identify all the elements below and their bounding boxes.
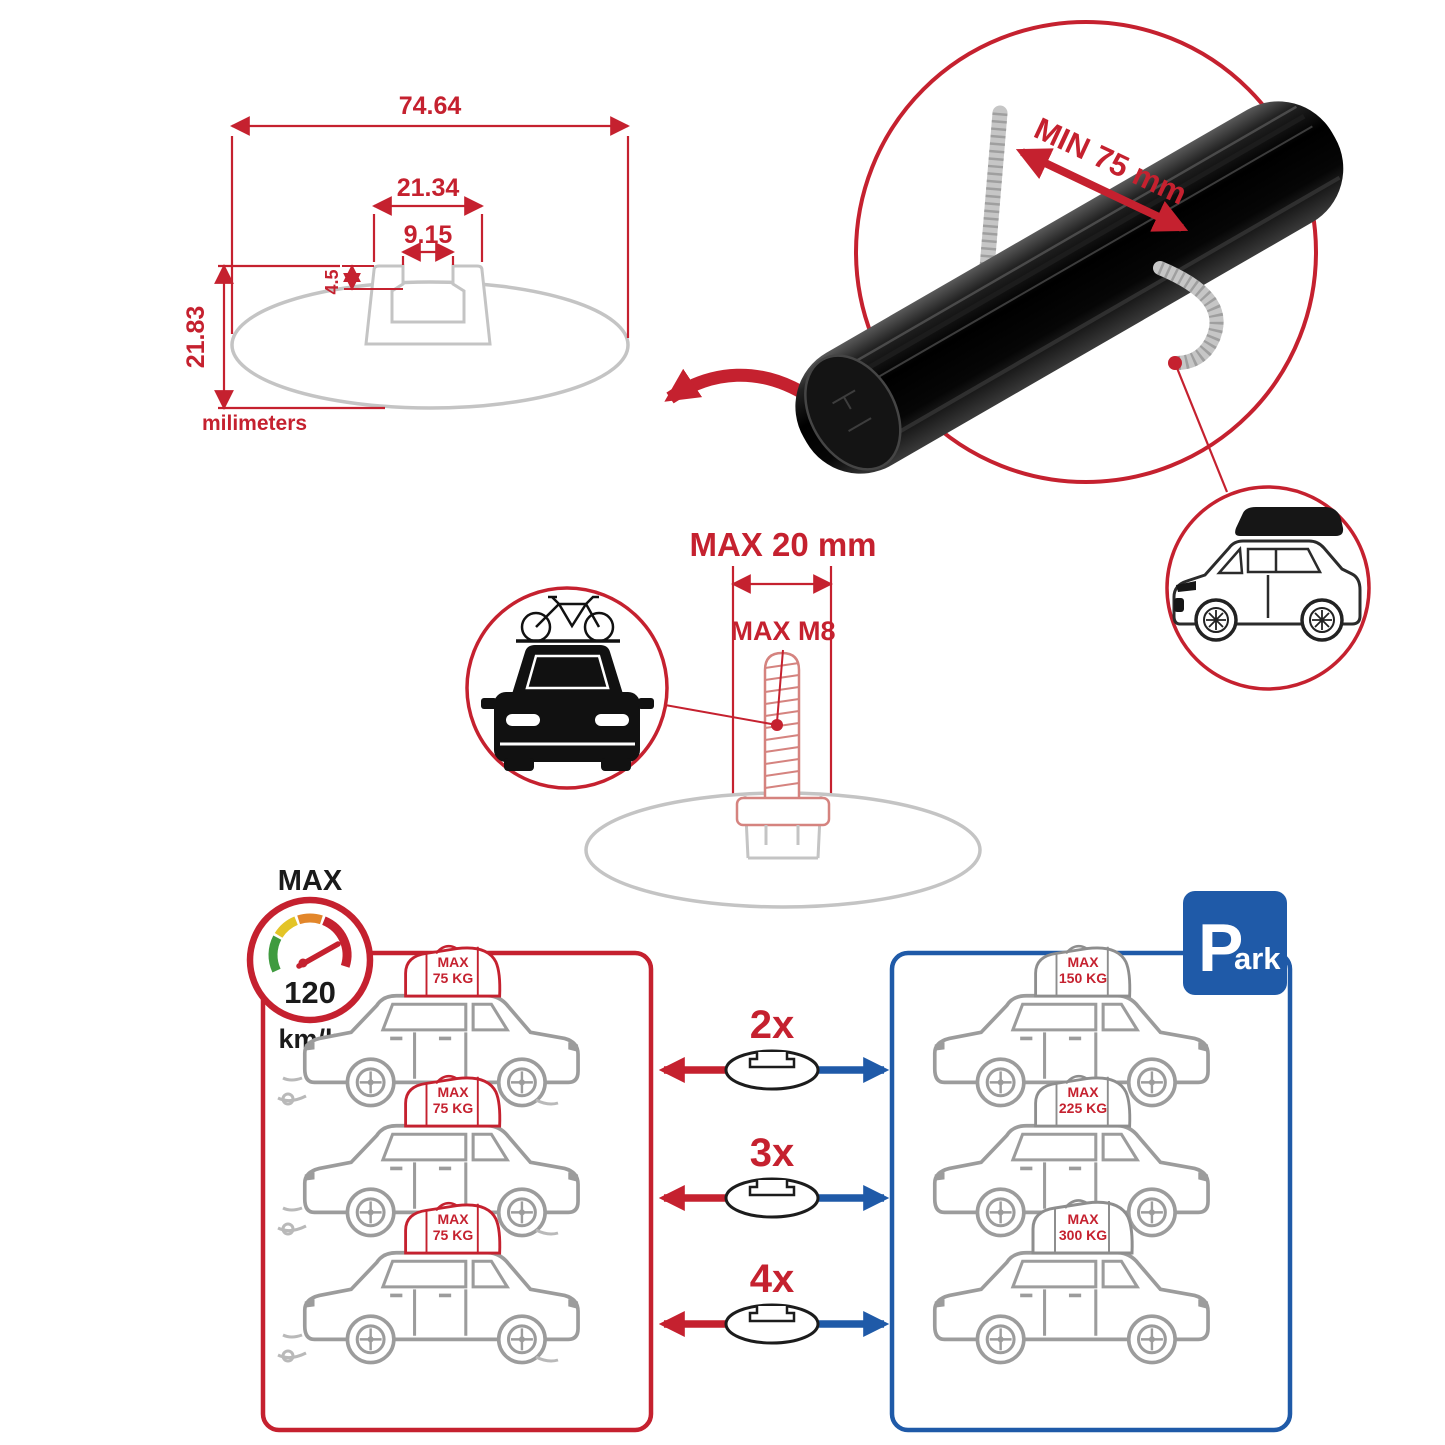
motion-marks — [277, 1076, 559, 1363]
load-comparison: MAX 120 km/h P ark — [246, 865, 1293, 1433]
detail-circle — [854, 20, 1318, 484]
profile-t-slot-channel — [364, 264, 492, 346]
bag-weight: 75 KG — [433, 970, 474, 986]
driving-car-3 — [302, 1242, 580, 1365]
bag-weight: 150 KG — [1059, 970, 1107, 986]
thread-leader-line — [776, 649, 784, 723]
dim-channel-outer — [372, 196, 484, 262]
crossbar-render — [795, 101, 1344, 474]
bolt-detail: MAX 20 mm MAX M8 — [465, 526, 982, 909]
bag-weight: 300 KG — [1059, 1227, 1107, 1243]
profile-slot-mark — [748, 1180, 796, 1197]
suv-with-roofbox-icon — [1172, 507, 1362, 642]
parking-sign-p: P — [1198, 910, 1243, 986]
gauge-arc — [268, 913, 352, 973]
bolt-leader-dot — [771, 719, 783, 731]
clamp-rod-top — [979, 105, 1008, 276]
bag-label: MAX — [1067, 1211, 1099, 1227]
bike-carrier-badge — [465, 586, 669, 790]
profile-dimension-drawing: 74.64 21.34 9.15 4.5 21.83 milimeter — [182, 92, 812, 435]
dim-slot-opening — [401, 242, 455, 265]
suv-roofbox-badge — [1165, 485, 1371, 691]
dim-lip-depth — [342, 264, 403, 291]
dim-channel-outer-label: 21.34 — [397, 174, 460, 202]
multiplier-label: 4x — [750, 1257, 795, 1301]
dim-lip-depth-label: 4.5 — [322, 269, 342, 294]
bag-label: MAX — [1067, 1084, 1099, 1100]
t-bolt-icon — [735, 651, 831, 845]
driving-cars: MAX 75 KG MAX 75 KG MAX 75 KG — [277, 944, 580, 1365]
dim-height-total-label: 21.83 — [182, 306, 210, 369]
parking-sign-ark: ark — [1234, 941, 1281, 976]
bag-label: MAX — [437, 1084, 469, 1100]
bag-weight: 225 KG — [1059, 1100, 1107, 1116]
crossbar-closeup: MIN 75 mm — [795, 20, 1371, 691]
bag-label: MAX — [437, 954, 469, 970]
badge-leader-line — [664, 704, 778, 726]
multiplier-label: 3x — [750, 1131, 795, 1175]
leader-line-to-suv — [1173, 362, 1229, 493]
profile-slot-mark — [748, 1306, 796, 1323]
parking-sign-board — [1183, 891, 1287, 995]
parked-car-3 — [932, 1242, 1210, 1365]
dim-width-total-label: 74.64 — [399, 92, 462, 120]
bag-label: MAX — [1067, 954, 1099, 970]
speed-limit-gauge: MAX 120 km/h — [246, 865, 374, 1054]
gauge-needle-hub — [298, 958, 308, 968]
profile-slot-mark — [748, 1052, 796, 1069]
multiplier-label: 2x — [750, 1003, 795, 1047]
clamp-rod-bottom — [1153, 261, 1224, 370]
speed-value: 120 — [284, 975, 336, 1010]
multiplier-rows: 2x 3x 4x — [658, 1003, 890, 1345]
speed-max-label: MAX — [278, 865, 343, 897]
bag-weight: 75 KG — [433, 1227, 474, 1243]
bolt-dimension-lines — [731, 566, 833, 795]
bag-label: MAX — [437, 1211, 469, 1227]
dim-slot-opening-label: 9.15 — [404, 221, 453, 249]
bike-on-car-icon — [481, 595, 654, 771]
dim-height-total — [214, 264, 385, 410]
units-label: milimeters — [202, 412, 307, 435]
bag-weight: 75 KG — [433, 1100, 474, 1116]
min-span-arrow — [1015, 148, 1189, 232]
parked-cars: MAX 150 KG MAX 225 KG MAX 300 KG — [932, 944, 1210, 1365]
max-bolt-length-label: MAX 20 mm — [689, 526, 876, 563]
bar-end-cap — [804, 354, 902, 471]
pointer-arrow-to-profile — [664, 368, 812, 404]
parking-sign: P ark — [1183, 891, 1287, 995]
max-thread-label: MAX M8 — [730, 616, 835, 646]
